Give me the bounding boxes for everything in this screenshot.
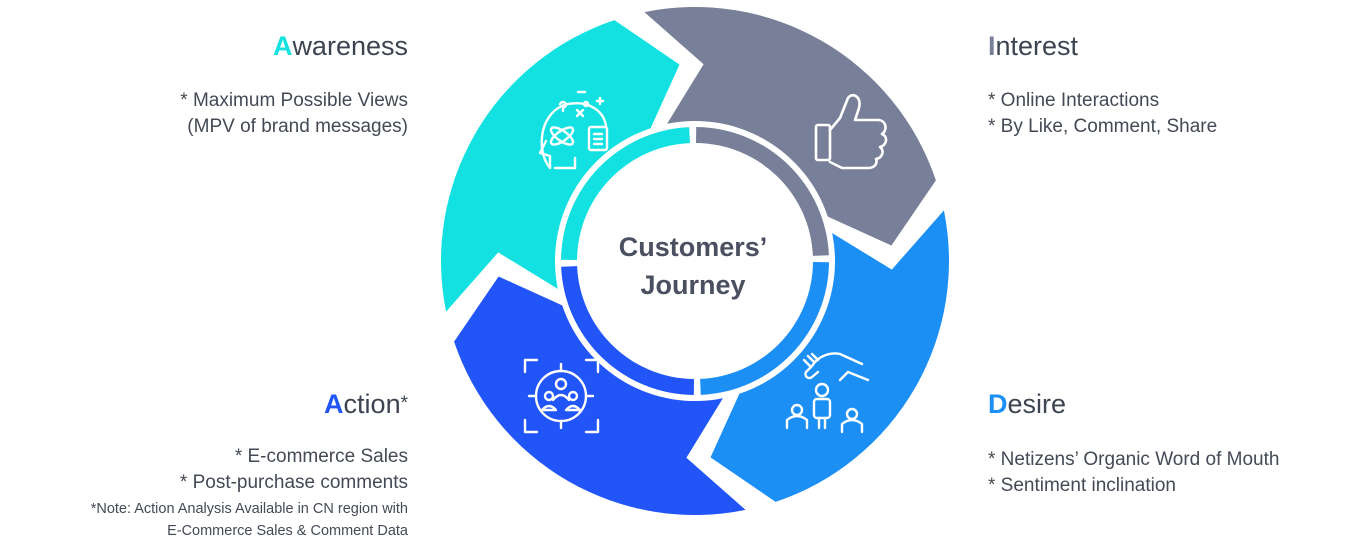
target-people-icon (523, 358, 600, 434)
thumbs-up-icon (814, 94, 888, 170)
interest-block: Interest * Online Interactions * By Like… (988, 31, 1217, 140)
action-note-1: *Note: Action Analysis Available in CN r… (90, 501, 408, 517)
center-title-line1: Customers’ (619, 232, 768, 262)
interest-line-2: * By Like, Comment, Share (988, 116, 1218, 137)
desire-block: Desire * Netizens’ Organic Word of Mouth… (988, 389, 1279, 499)
desire-line-1: * Netizens’ Organic Word of Mouth (988, 449, 1280, 470)
segment-awareness (441, 20, 680, 312)
desire-line-2: * Sentiment inclination (988, 475, 1176, 496)
segment-desire (710, 210, 949, 502)
segment-action (454, 276, 746, 515)
center-title-line2: Journey (640, 270, 745, 300)
inner-ring-action (561, 266, 694, 395)
action-note-2: E-Commerce Sales & Comment Data (167, 523, 408, 539)
inner-ring-desire (700, 262, 829, 395)
awareness-title: Awareness (272, 31, 408, 61)
awareness-line-2: (MPV of brand messages) (187, 116, 408, 137)
brain-icon (538, 90, 609, 170)
center-circle (578, 144, 812, 378)
action-line-2: * Post-purchase comments (179, 472, 408, 493)
interest-title: Interest (988, 31, 1079, 61)
interest-line-1: * Online Interactions (988, 90, 1160, 111)
action-block: Action* * E-commerce Sales * Post-purcha… (91, 389, 408, 542)
action-line-1: * E-commerce Sales (234, 446, 408, 467)
action-title: Action* (324, 389, 408, 419)
desire-title: Desire (988, 389, 1067, 419)
inner-ring-interest (696, 127, 829, 256)
inner-ring-awareness (561, 127, 690, 260)
awareness-line-1: * Maximum Possible Views (180, 90, 408, 111)
awareness-block: Awareness * Maximum Possible Views (MPV … (180, 31, 408, 140)
hand-people-icon (785, 352, 870, 434)
segment-interest (644, 7, 936, 246)
